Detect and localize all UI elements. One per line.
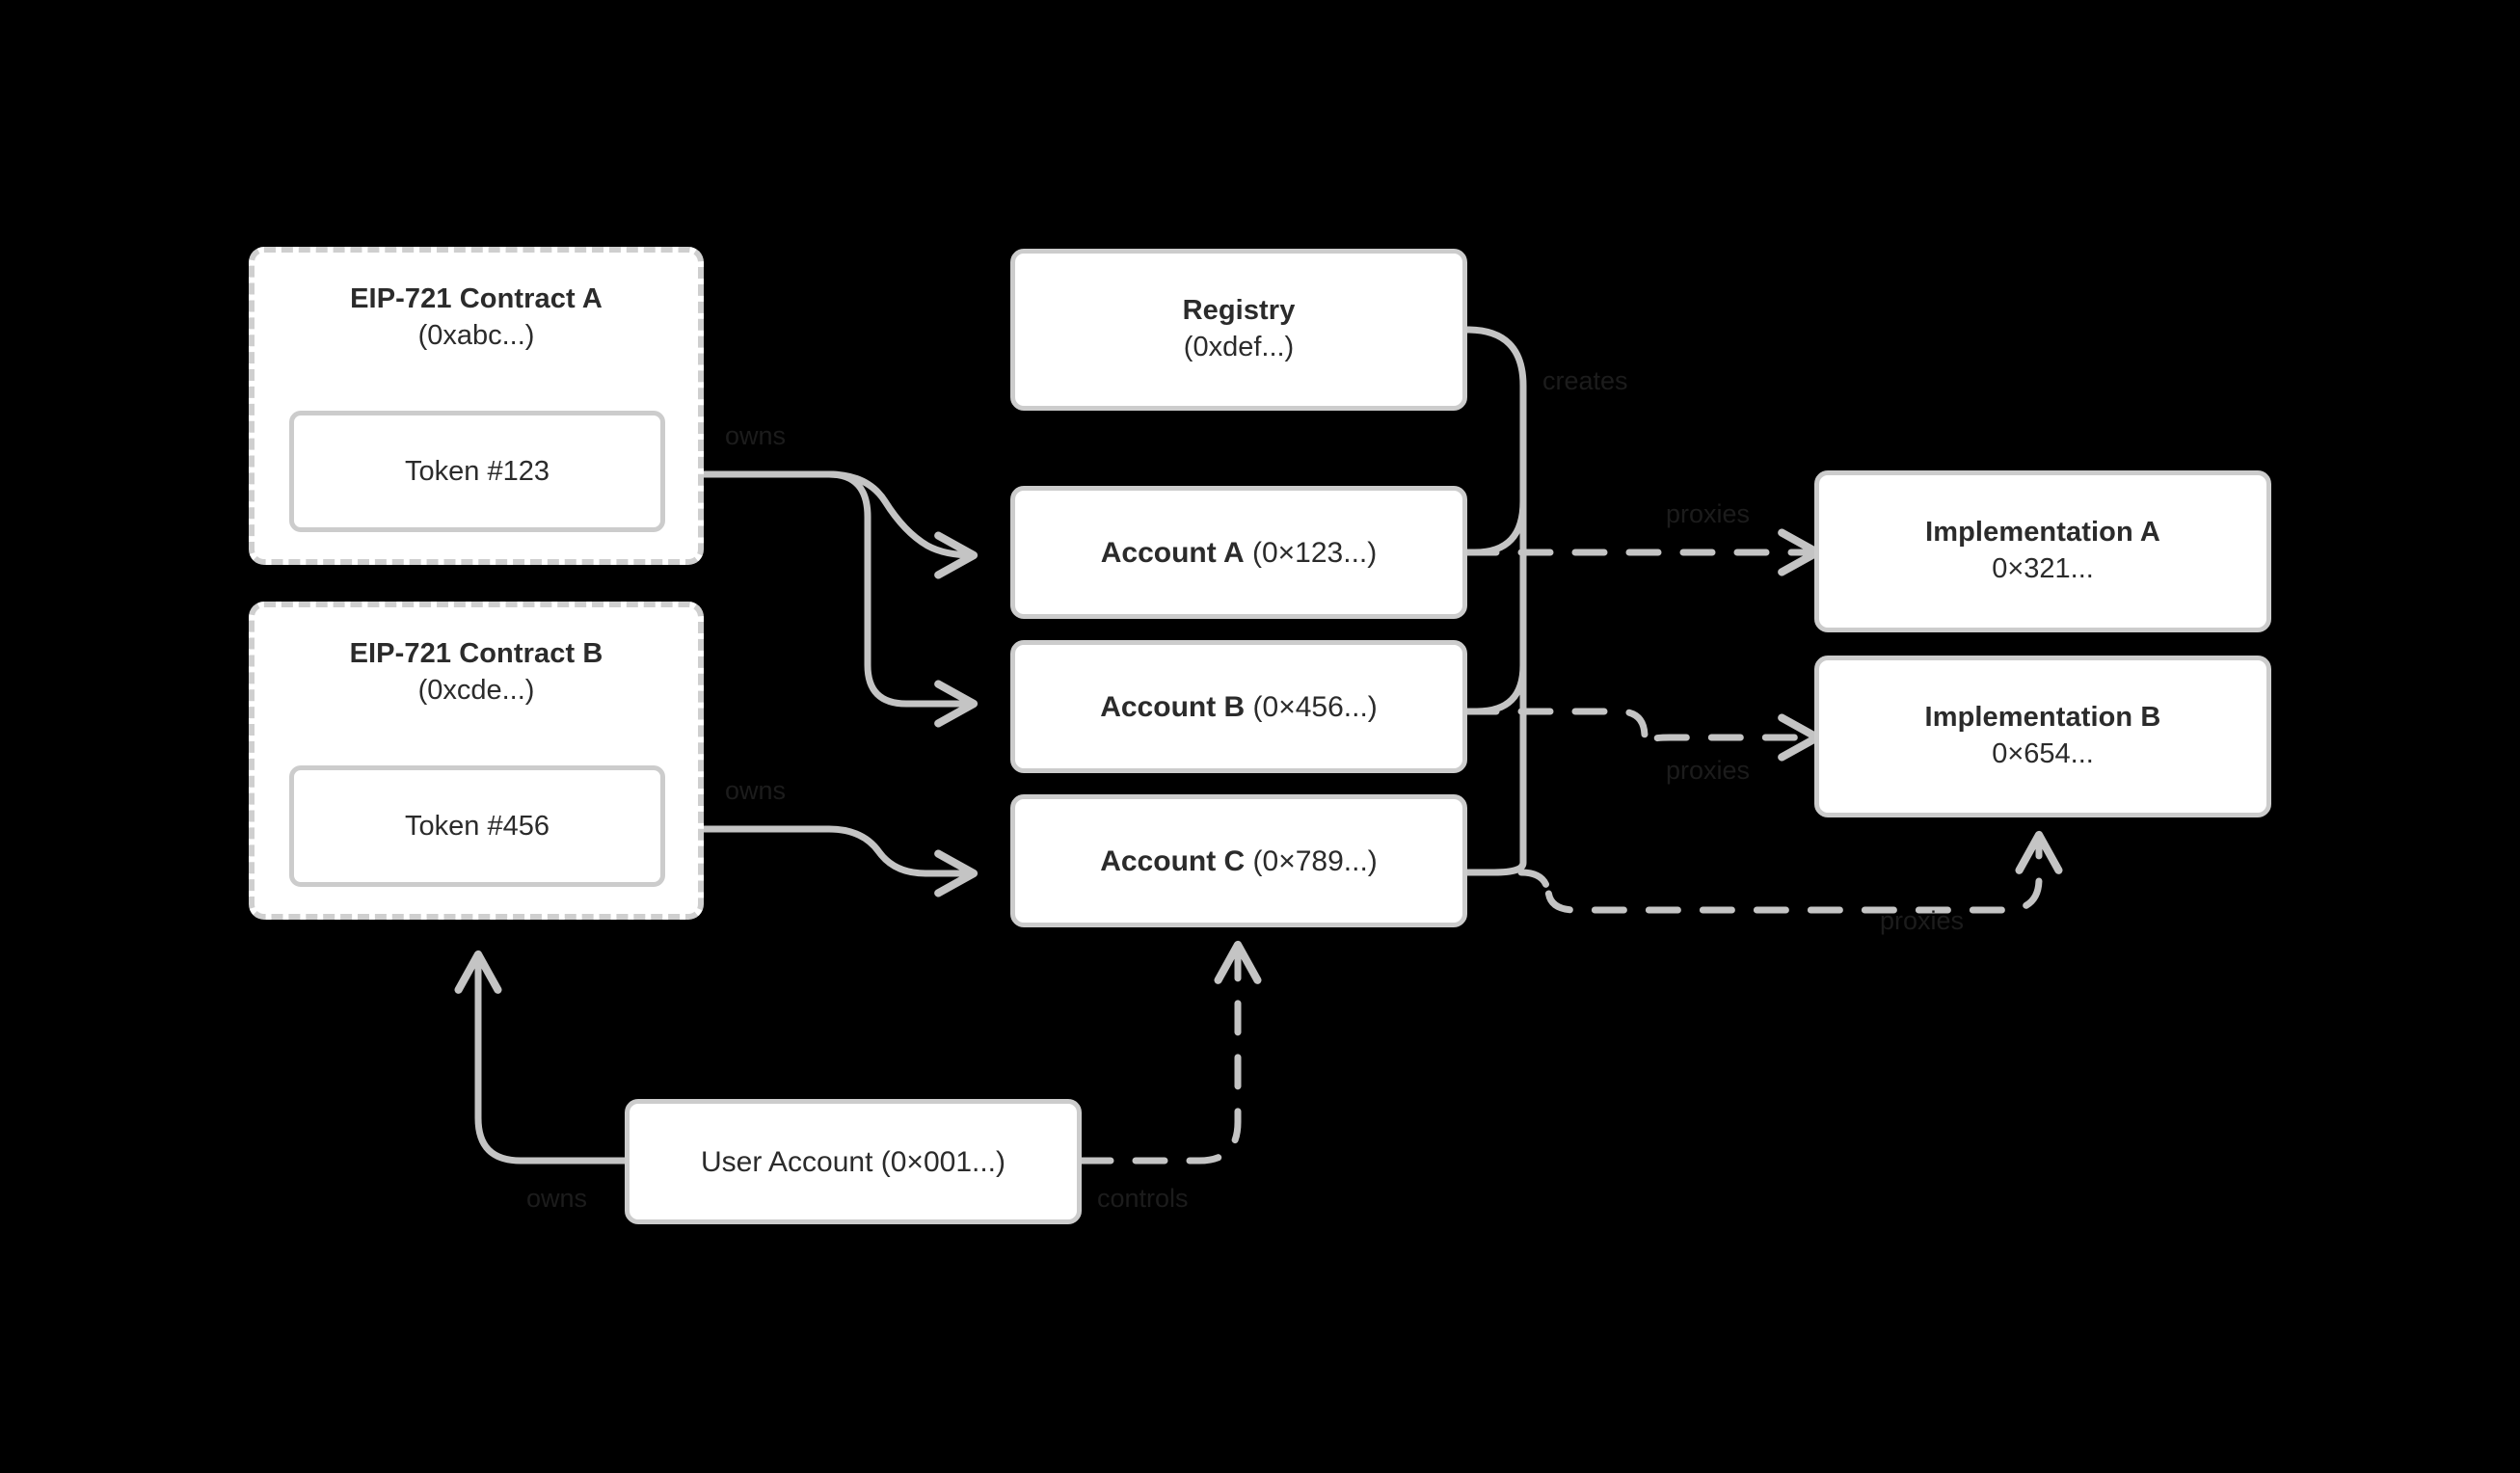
edge-token123-account-b: [825, 470, 979, 728]
account-a-label: Account A (0×123...): [1101, 534, 1377, 572]
token-456[interactable]: Token #456: [289, 765, 665, 887]
account-a-address: (0×123...): [1251, 536, 1378, 569]
token-123[interactable]: Token #123: [289, 411, 665, 532]
account-c-address: (0×789...): [1252, 844, 1378, 877]
implementation-a-title: Implementation A: [1925, 517, 2160, 549]
registry-title: Registry: [1182, 295, 1296, 327]
contract-a-heading: EIP-721 Contract A (0xabc...): [255, 281, 698, 354]
edge-registry-accounts: [1463, 326, 1527, 876]
node-user-account[interactable]: User Account (0×001...): [625, 1099, 1082, 1224]
account-b-address: (0×456...): [1252, 690, 1378, 723]
edge-label-proxies-b: proxies: [1666, 756, 1751, 785]
token-456-label: Token #456: [405, 810, 550, 842]
account-c-label: Account C (0×789...): [1100, 843, 1378, 880]
edge-account-b-impl-b: [1463, 708, 1822, 762]
edge-label-owns-token-b: owns: [725, 776, 787, 805]
account-c-title: Account C: [1100, 844, 1246, 877]
edge-label-proxies-a: proxies: [1666, 499, 1751, 528]
implementation-b-title: Implementation B: [1924, 702, 2161, 734]
edge-label-controls: controls: [1097, 1184, 1189, 1213]
node-registry[interactable]: Registry (0xdef...): [1010, 249, 1467, 411]
user-account-label: User Account (0×001...): [701, 1145, 1005, 1178]
edge-user-account-c: [1078, 940, 1262, 1165]
token-123-label: Token #123: [405, 455, 550, 487]
contract-a-title: EIP-721 Contract A: [350, 283, 603, 314]
edge-label-creates: creates: [1542, 366, 1628, 395]
account-a-title: Account A: [1100, 536, 1245, 569]
node-account-b[interactable]: Account B (0×456...): [1010, 640, 1467, 773]
edge-token123-account-a: [661, 470, 979, 579]
account-b-title: Account B: [1100, 690, 1246, 723]
account-b-label: Account B (0×456...): [1100, 688, 1378, 726]
edge-label-owns-user: owns: [526, 1184, 588, 1213]
edge-label-proxies-c: proxies: [1880, 906, 1965, 935]
edge-registry-branch-account-a: [1463, 497, 1527, 556]
contract-b-address: (0xcde...): [417, 674, 535, 706]
contract-a-address: (0xabc...): [417, 319, 535, 351]
edge-account-c-impl-b: [1463, 830, 2063, 914]
node-account-a[interactable]: Account A (0×123...): [1010, 486, 1467, 619]
implementation-a-address: 0×321...: [1992, 553, 2094, 584]
node-account-c[interactable]: Account C (0×789...): [1010, 794, 1467, 927]
contract-b-heading: EIP-721 Contract B (0xcde...): [255, 636, 698, 709]
node-implementation-a[interactable]: Implementation A 0×321...: [1814, 470, 2271, 632]
edge-token456-account-c: [661, 825, 979, 897]
edge-user-contract-b: [454, 950, 629, 1165]
edge-registry-branch-account-b: [1463, 661, 1527, 715]
contract-b-title: EIP-721 Contract B: [349, 638, 603, 669]
edge-label-owns-token-a: owns: [725, 421, 787, 450]
implementation-b-address: 0×654...: [1992, 738, 2094, 769]
node-implementation-b[interactable]: Implementation B 0×654...: [1814, 656, 2271, 817]
registry-address: (0xdef...): [1183, 332, 1295, 362]
